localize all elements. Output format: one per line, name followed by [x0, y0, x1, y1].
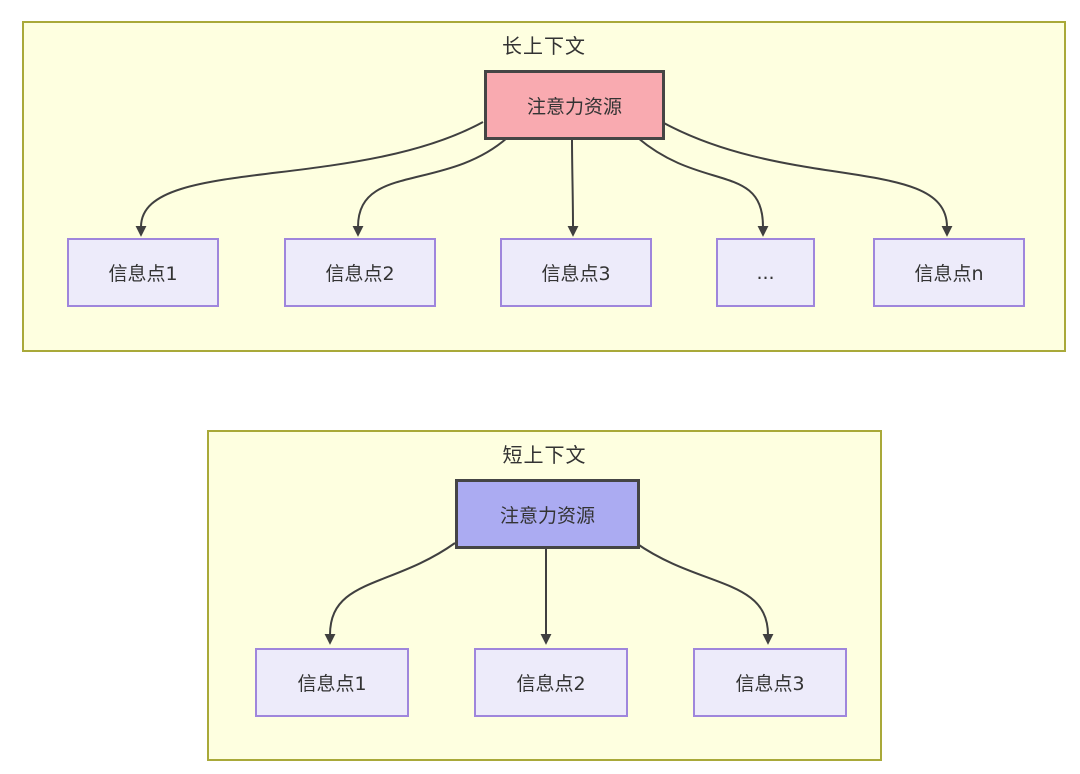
attention-resource-label: 注意力资源: [499, 504, 595, 527]
info-point-node-2: 信息点2: [284, 238, 436, 307]
info-point-node-1: 信息点1: [255, 648, 409, 717]
info-point-label: 信息点2: [325, 263, 395, 285]
short-context-container: 短上下文 注意力资源 信息点1 信息点2 信息点3: [207, 430, 882, 761]
info-point-label: 信息点2: [516, 673, 586, 695]
info-point-node-ellipsis: ...: [716, 238, 815, 307]
info-point-label: ...: [756, 261, 775, 284]
info-point-label: 信息点n: [914, 263, 984, 285]
long-context-title: 长上下文: [502, 34, 586, 58]
attention-resource-node-short: 注意力资源: [455, 479, 640, 549]
short-context-title: 短上下文: [502, 443, 587, 467]
info-point-node-n: 信息点n: [873, 238, 1025, 307]
info-point-label: 信息点1: [108, 263, 178, 285]
attention-resource-node-long: 注意力资源: [484, 70, 665, 140]
info-point-label: 信息点3: [735, 673, 805, 695]
attention-resource-label: 注意力资源: [526, 95, 622, 118]
info-point-node-1: 信息点1: [67, 238, 219, 307]
long-context-container: 长上下文 注意力资源 信息点1 信息点2 信息点3 ... 信息点n: [22, 21, 1066, 352]
info-point-label: 信息点1: [297, 673, 367, 695]
info-point-label: 信息点3: [541, 263, 611, 285]
info-point-node-2: 信息点2: [474, 648, 628, 717]
info-point-node-3: 信息点3: [693, 648, 847, 717]
info-point-node-3: 信息点3: [500, 238, 652, 307]
